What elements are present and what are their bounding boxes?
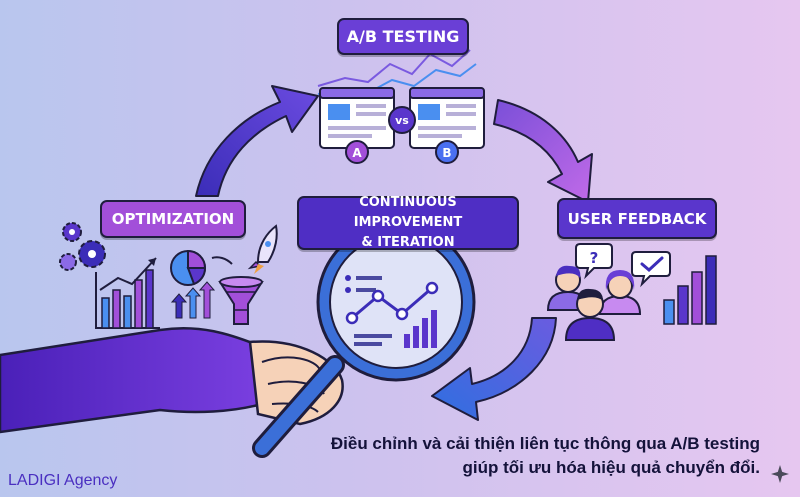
bar-chart-icon — [663, 255, 717, 325]
optimization-label: OPTIMIZATION — [100, 200, 246, 238]
question-mark: ? — [590, 249, 599, 267]
browser-window-icon — [319, 87, 395, 149]
trend-line-icon — [317, 49, 471, 87]
cycle-arrow-icon — [493, 99, 593, 203]
checkmark-bubble-icon — [631, 251, 671, 288]
brand-logo-text: LADIGI Agency — [8, 472, 118, 489]
up-arrows-icon — [170, 281, 216, 319]
continuous-improvement-line2: & ITERATION — [361, 235, 455, 251]
user-avatar-icon — [598, 270, 642, 315]
cycle-arrow-icon — [195, 85, 319, 197]
browser-window-icon — [409, 87, 485, 149]
pie-chart-icon — [170, 249, 207, 286]
caption: Điều chỉnh và cải thiện liên tục thông q… — [290, 432, 760, 480]
continuous-improvement-line1: CONTINUOUS IMPROVEMENT — [353, 194, 463, 230]
rocket-icon — [247, 224, 278, 274]
user-avatar-icon — [564, 288, 616, 341]
vs-label: vs — [395, 114, 409, 127]
magnifying-glass-icon — [252, 222, 476, 458]
continuous-improvement-label: CONTINUOUS IMPROVEMENT & ITERATION — [297, 194, 519, 251]
ab-testing-panel: vs A B — [317, 49, 485, 164]
funnel-icon — [211, 256, 264, 325]
optimization-cluster — [59, 222, 278, 329]
user-feedback-cluster: ? — [546, 243, 717, 341]
caption-line1: Điều chỉnh và cải thiện liên tục thông q… — [330, 434, 760, 453]
user-feedback-label: USER FEEDBACK — [557, 198, 717, 239]
ab-testing-label: A/B TESTING — [337, 18, 469, 55]
question-bubble-icon: ? — [575, 243, 613, 280]
caption-line2: giúp tối ưu hóa hiệu quả chuyển đổi. — [462, 457, 760, 477]
variant-a-label: A — [352, 146, 362, 160]
gear-icon — [59, 222, 106, 271]
cycle-arrow-icon — [431, 317, 557, 421]
variant-b-label: B — [442, 146, 451, 160]
hand-icon — [0, 326, 344, 434]
bar-chart-icon — [95, 257, 160, 329]
